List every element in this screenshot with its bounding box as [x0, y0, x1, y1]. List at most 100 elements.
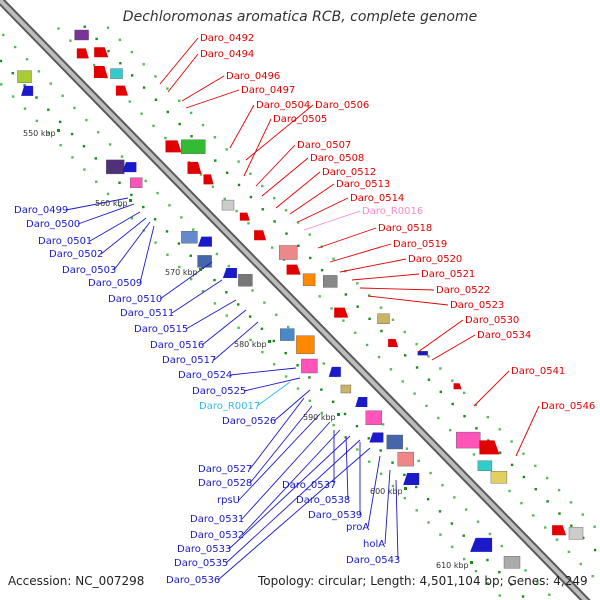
- gene-label-reverse: Daro_0526: [222, 416, 276, 427]
- strand-dot: [213, 278, 216, 282]
- leader-line: [228, 435, 351, 550]
- leader-line: [181, 75, 225, 102]
- gene-feature: [165, 140, 182, 153]
- leader-line: [113, 221, 151, 271]
- gene-feature: [203, 174, 214, 185]
- gene-block: [221, 199, 235, 211]
- strand-dot: [464, 508, 468, 511]
- leader-line: [289, 183, 335, 215]
- strand-dot: [405, 447, 409, 450]
- gene-block: [365, 410, 382, 425]
- gene-label-reverse: Daro_0535: [174, 558, 228, 569]
- leader-line: [273, 389, 311, 422]
- strand-dot: [429, 471, 432, 475]
- strand-dot: [225, 314, 228, 317]
- strand-dot: [128, 100, 131, 103]
- strand-dot: [474, 569, 478, 573]
- strand-dot: [344, 293, 348, 296]
- accession-text: Accession: NC_007298: [8, 574, 145, 588]
- gene-label-reverse: Daro_0516: [150, 340, 204, 351]
- strand-dot: [355, 424, 359, 428]
- strand-dot: [23, 107, 27, 110]
- strand-dot: [23, 84, 26, 87]
- gene-arrow: [115, 85, 128, 96]
- strand-dot: [0, 83, 3, 86]
- gene-label-forward: Daro_0505: [273, 114, 327, 125]
- leader-line: [249, 397, 305, 470]
- leader-line: [384, 469, 391, 545]
- gene-label-forward: Daro_0534: [477, 330, 531, 341]
- strand-dot: [261, 208, 264, 211]
- strand-dot: [180, 216, 183, 219]
- leader-line: [201, 309, 247, 346]
- strand-dot: [237, 160, 240, 163]
- strand-dot: [427, 378, 431, 381]
- strand-dot: [61, 94, 64, 97]
- strand-dot: [118, 204, 122, 208]
- strand-dot: [558, 512, 561, 515]
- strand-dot: [235, 209, 238, 213]
- leader-line: [171, 279, 223, 314]
- leader-line: [367, 455, 381, 528]
- gene-label-forward: Daro_0521: [421, 269, 475, 280]
- strand-dot: [415, 342, 418, 346]
- leader-line: [367, 295, 449, 306]
- strand-dot: [178, 99, 181, 102]
- strand-dot: [73, 106, 76, 110]
- strand-dot: [331, 400, 335, 404]
- strand-dot: [237, 303, 240, 306]
- strand-dot: [391, 484, 395, 488]
- gene-arrow: [76, 48, 89, 59]
- strand-dot: [532, 514, 535, 517]
- strand-dot: [297, 244, 300, 247]
- gene-label-reverse: Daro_0500: [26, 219, 80, 230]
- strand-dot: [225, 148, 228, 151]
- gene-feature: [328, 366, 341, 377]
- gene-label-forward: Daro_0508: [310, 153, 364, 164]
- gene-label-forward: Daro_0514: [350, 193, 404, 204]
- strand-dot: [270, 246, 274, 249]
- strand-dot: [59, 144, 62, 147]
- gene-labels: Daro_0492Daro_0494Daro_0496Daro_0497Daro…: [14, 33, 595, 586]
- strand-dot: [260, 327, 264, 330]
- strand-dot: [403, 473, 406, 477]
- gene-arrow: [334, 307, 349, 318]
- gene-label-reverse: Daro_0525: [192, 386, 246, 397]
- strand-dot: [332, 257, 335, 261]
- strand-dot: [168, 204, 171, 207]
- strand-dot: [37, 70, 41, 73]
- leader-line: [473, 370, 510, 407]
- strand-dot: [474, 403, 478, 407]
- strand-dot: [475, 427, 478, 430]
- strand-dot: [476, 520, 480, 523]
- gene-feature: [197, 236, 212, 247]
- gene-arrow: [254, 230, 267, 241]
- gene-block: [197, 255, 212, 268]
- strand-dot: [273, 196, 276, 200]
- strand-dot: [251, 289, 254, 292]
- strand-dot: [189, 254, 192, 257]
- gene-label-forward: Daro_0504: [256, 100, 310, 111]
- strand-dot: [593, 548, 597, 552]
- gene-block: [74, 29, 89, 41]
- strand-dot: [450, 522, 454, 525]
- gene-feature: [106, 159, 125, 175]
- strand-dot: [308, 399, 312, 403]
- strand-dot: [178, 122, 181, 126]
- leader-line: [303, 210, 361, 231]
- strand-dot: [579, 562, 582, 566]
- strand-dot: [58, 120, 62, 124]
- leader-line: [238, 413, 321, 501]
- strand-dot: [356, 305, 359, 308]
- leader-line: [261, 157, 309, 197]
- strand-dot: [330, 307, 333, 310]
- strand-dot: [273, 220, 276, 223]
- strand-dot: [296, 364, 299, 367]
- strand-dot: [403, 354, 407, 357]
- kbp-tick-mark: [268, 340, 271, 343]
- leader-line: [229, 104, 255, 149]
- strand-dot: [166, 87, 169, 90]
- strand-dot: [130, 217, 134, 220]
